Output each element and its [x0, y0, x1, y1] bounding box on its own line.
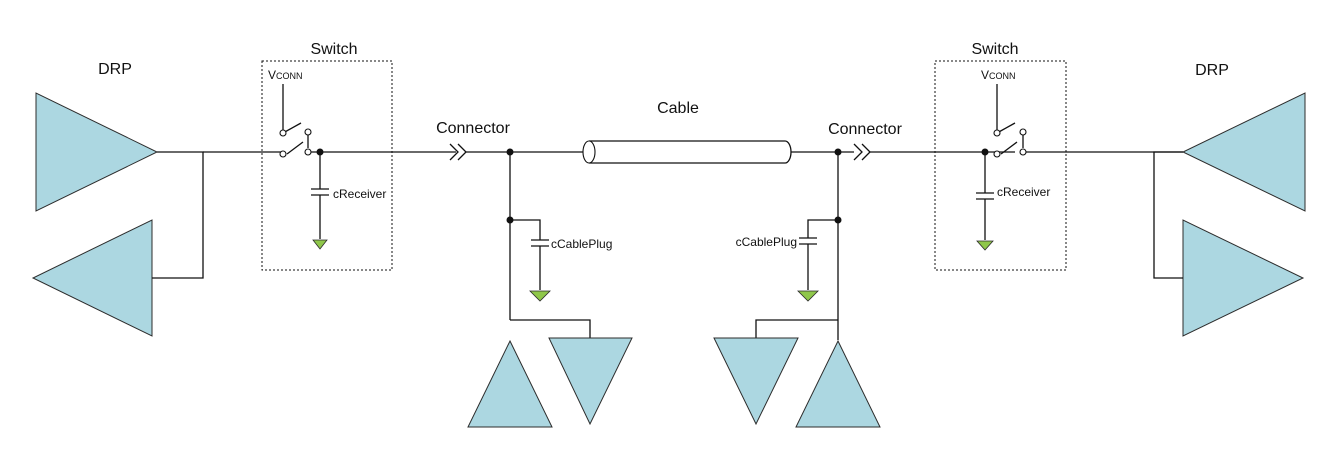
- ccableplug-left-label: cCablePlug: [551, 237, 612, 251]
- drp-left-wiring: [152, 151, 204, 279]
- cable-symbol: [582, 140, 792, 164]
- switch-right-terminal: [1019, 148, 1027, 156]
- creceiver-left-label: cReceiver: [333, 187, 386, 201]
- switch-right-circuit: [976, 84, 1183, 251]
- switch-left-main-blade: [286, 141, 304, 155]
- ground-symbol: [797, 290, 819, 302]
- switch-right-terminal: [1019, 128, 1027, 136]
- ground-symbol: [312, 239, 328, 250]
- cable-plug-left-amp-down: [548, 337, 633, 426]
- switch-left-terminal: [304, 148, 312, 156]
- cable-plug-right-amp-down: [713, 337, 799, 426]
- cable-plug-right-circuit: [713, 148, 881, 428]
- switch-left-circuit: [279, 84, 456, 250]
- vconn-right-label: VCONN: [981, 68, 1016, 82]
- vconn-left-label: VCONN: [268, 68, 303, 82]
- switch-right-terminal: [993, 129, 1001, 137]
- switch-left-box: [261, 60, 393, 271]
- switch-left-label: Switch: [310, 41, 357, 58]
- switch-right-terminal: [993, 150, 1001, 158]
- junction-dot: [316, 148, 324, 156]
- cable-plug-left-amp-up: [467, 339, 553, 428]
- cable-plug-right-amp-up: [795, 339, 881, 428]
- connector-left-label: Connector: [436, 120, 510, 137]
- cable-label: Cable: [657, 100, 699, 117]
- drp-right-label: DRP: [1195, 62, 1229, 79]
- switch-right-label: Switch: [971, 41, 1018, 58]
- ground-symbol: [976, 240, 994, 251]
- creceiver-right-label: cReceiver: [997, 185, 1050, 199]
- connector-right-symbol: [853, 143, 871, 161]
- switch-right-main-blade: [1000, 141, 1018, 155]
- switch-right-box: [934, 60, 1067, 271]
- drp-left-receiver: [31, 219, 153, 337]
- drp-right-receiver: [1181, 92, 1306, 212]
- switch-left-terminal: [279, 129, 287, 137]
- ccableplug-right-label: cCablePlug: [736, 235, 797, 249]
- drp-left: [31, 92, 204, 337]
- drp-right-transmitter: [1182, 219, 1305, 337]
- junction-dot: [981, 148, 989, 156]
- drp-left-label: DRP: [98, 61, 132, 78]
- drp-right-wiring: [1153, 151, 1183, 279]
- ground-symbol: [529, 290, 551, 302]
- switch-left-terminal: [279, 150, 287, 158]
- cable-plug-left-circuit: [467, 148, 633, 428]
- drp-right: [1153, 92, 1306, 337]
- junction-dot: [834, 148, 842, 156]
- junction-dot: [506, 148, 514, 156]
- connector-right-label: Connector: [828, 121, 902, 138]
- drp-left-transmitter: [35, 92, 159, 212]
- switch-left-terminal: [304, 128, 312, 136]
